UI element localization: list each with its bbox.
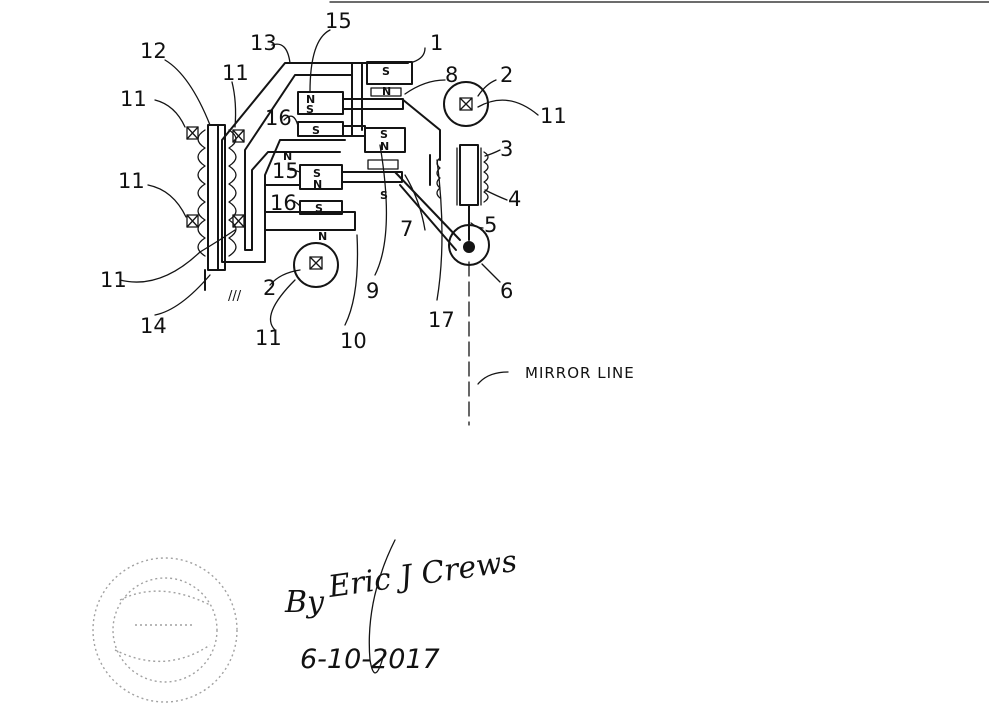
yoke-inner-line: [244, 74, 353, 249]
winding-left: [197, 129, 206, 257]
label-7: 7: [400, 217, 413, 241]
label-1: 1: [430, 31, 443, 55]
pole-label: S: [315, 202, 323, 215]
lever-arm: [394, 171, 461, 251]
right-coil-assembly: [394, 98, 490, 266]
winding-cross-box-icon: [232, 214, 245, 228]
upper-link: [401, 98, 441, 161]
bottom-arm: [264, 211, 356, 231]
pole-label: N: [283, 150, 292, 163]
label-15: 15: [325, 9, 352, 33]
winding-right: [228, 129, 237, 257]
label-11: 11: [100, 268, 127, 292]
pole-label: S: [380, 189, 388, 202]
magnet-center: S N: [364, 127, 406, 170]
yoke-lower-inner: [244, 151, 341, 251]
winding-cross-box-icon: [186, 214, 199, 228]
label-13: 13: [250, 31, 277, 55]
label-3: 3: [500, 137, 513, 161]
label-8: 8: [445, 63, 458, 87]
armature-core: [459, 144, 479, 206]
label-12: 12: [140, 39, 167, 63]
label-4: 4: [508, 187, 521, 211]
armature-rails: [456, 147, 482, 206]
label-5: 5: [484, 213, 497, 237]
pole-label: N: [306, 93, 315, 106]
pivot-upper: [443, 81, 489, 127]
signature-date: 6-10-2017: [300, 644, 440, 675]
winding-cross-box-icon: [232, 129, 245, 143]
pole-label: S: [313, 167, 321, 180]
leader-lines: [119, 29, 539, 331]
label-11: 11: [255, 326, 282, 350]
mirror-leader: [477, 371, 509, 385]
label-2: 2: [263, 276, 276, 300]
core-bar-right: [217, 124, 226, 271]
pole-label: S: [380, 128, 388, 141]
label-14: 14: [140, 314, 167, 338]
label-11: 11: [222, 61, 249, 85]
yoke-outer-line: [221, 62, 363, 256]
mirror-line-label: MIRROR LINE: [525, 364, 635, 382]
reference-numerals: 11 11 11 12 11 13 15 1 8 2 11 3 4 5 6 16…: [100, 9, 567, 353]
handwritten-signature: Eric J Crews: [325, 544, 519, 605]
label-2: 2: [500, 63, 513, 87]
label-11: 11: [540, 104, 567, 128]
pivot-lower: [293, 242, 339, 288]
label-10: 10: [340, 329, 367, 353]
coil-assembly: ///: [186, 124, 245, 304]
pole-label: N: [382, 85, 391, 98]
label-16: 16: [265, 106, 292, 130]
notary-seal-icon: [92, 557, 238, 703]
pole-label: N: [318, 230, 327, 243]
pole-label: N: [380, 140, 389, 153]
coil-4: [483, 151, 489, 203]
pole-label: S: [382, 65, 390, 78]
signature-by: By: [284, 585, 325, 620]
label-15: 15: [272, 159, 299, 183]
magnet-1: S N: [366, 61, 413, 98]
core-bar-left: [207, 124, 219, 271]
signature-block: By Eric J Crews 6-10-2017: [284, 539, 519, 675]
pole-label: S: [312, 124, 320, 137]
magnet-15-lower: S N: [299, 164, 403, 191]
label-6: 6: [500, 279, 513, 303]
label-11: 11: [120, 87, 147, 111]
label-17: 17: [428, 308, 455, 332]
ground-ticks: ///: [228, 289, 242, 304]
magnet-15-upper: N S: [297, 91, 404, 116]
signature-flourish: [368, 539, 396, 674]
pole-label: N: [313, 178, 322, 191]
magnetic-yoke: [221, 62, 409, 263]
pole-label: S: [306, 103, 314, 116]
flywheel-hub: [463, 241, 475, 253]
winding-cross-box-icon: [186, 126, 199, 140]
label-11: 11: [118, 169, 145, 193]
label-9: 9: [366, 279, 379, 303]
label-16: 16: [270, 191, 297, 215]
magnet-16-upper: S: [297, 121, 366, 137]
magnet-16-lower: S: [299, 200, 343, 215]
